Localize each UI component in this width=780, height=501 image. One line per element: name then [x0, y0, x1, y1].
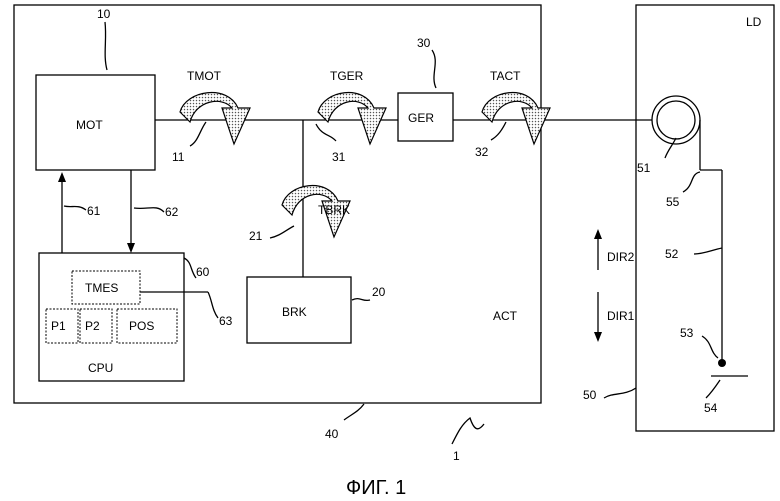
dir1-arrowhead	[594, 332, 602, 342]
label-30: 30	[417, 36, 431, 50]
label-mot: MOT	[76, 118, 103, 132]
label-ld: LD	[746, 15, 762, 29]
label-1: 1	[453, 449, 460, 463]
load-mass-53	[718, 359, 726, 367]
label-tact: TACT	[490, 69, 521, 83]
label-50: 50	[583, 388, 597, 402]
label-53: 53	[680, 326, 694, 340]
label-dir2: DIR2	[607, 250, 635, 264]
label-ger: GER	[408, 111, 434, 125]
label-54: 54	[704, 401, 718, 415]
label-cpu: CPU	[88, 361, 113, 375]
label-10: 10	[97, 7, 111, 21]
label-32: 32	[475, 145, 489, 159]
label-dir1: DIR1	[607, 309, 635, 323]
label-31: 31	[332, 150, 346, 164]
label-tmes: TMES	[85, 281, 118, 295]
label-62: 62	[165, 205, 179, 219]
label-52: 52	[665, 247, 679, 261]
label-brk: BRK	[282, 305, 307, 319]
leader-40	[344, 404, 364, 420]
label-55: 55	[666, 195, 680, 209]
dir2-arrowhead	[594, 229, 602, 239]
leader-50	[604, 388, 636, 398]
leader-1	[452, 418, 484, 444]
label-21: 21	[249, 229, 263, 243]
label-p1: P1	[51, 319, 66, 333]
label-61: 61	[87, 204, 101, 218]
label-tmot: TMOT	[187, 69, 222, 83]
label-tger: TGER	[330, 69, 364, 83]
figure-caption: ФИГ. 1	[346, 477, 406, 499]
label-40: 40	[325, 427, 339, 441]
label-51: 51	[637, 161, 651, 175]
load-frame	[636, 5, 774, 431]
label-pos: POS	[129, 319, 154, 333]
label-20: 20	[372, 285, 386, 299]
pulley-outer	[652, 96, 700, 144]
label-63: 63	[219, 314, 233, 328]
label-tbrk: TBRK	[318, 203, 350, 217]
label-11: 11	[172, 150, 185, 164]
label-p2: P2	[85, 319, 100, 333]
label-60: 60	[196, 265, 210, 279]
label-act: ACT	[493, 309, 518, 323]
